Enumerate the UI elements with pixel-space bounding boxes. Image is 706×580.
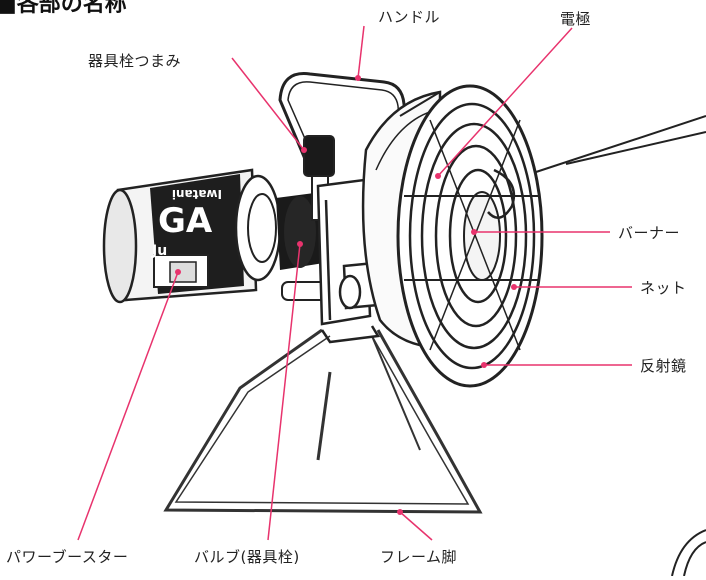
label-handle: ハンドル bbox=[378, 8, 441, 26]
section-title: ■各部の名称 bbox=[0, 0, 127, 17]
valve-drawing bbox=[234, 174, 331, 301]
label-net: ネット bbox=[640, 279, 687, 297]
label-burner: バーナー bbox=[618, 224, 681, 242]
right-partial-drawing bbox=[535, 115, 706, 577]
handle-drawing bbox=[278, 72, 412, 219]
leader-lines bbox=[77, 25, 632, 541]
frame-leg-drawing bbox=[163, 328, 483, 514]
label-electrode: 電極 bbox=[560, 10, 592, 28]
canister-brand-text: Iwatani bbox=[172, 187, 222, 201]
label-reflector: 反射鏡 bbox=[640, 357, 687, 375]
gas-canister-drawing: Iwatani GA Ju bbox=[102, 168, 258, 304]
label-knob: 器具栓つまみ bbox=[88, 52, 182, 70]
label-frame-leg: フレーム脚 bbox=[380, 548, 458, 566]
leader-electrode bbox=[437, 27, 573, 177]
leader-frame-leg bbox=[399, 511, 433, 541]
label-valve: バルブ(器具栓) bbox=[194, 548, 300, 566]
canister-small-text: Ju bbox=[151, 243, 167, 259]
leader-knob bbox=[231, 57, 305, 151]
label-power-booster: パワーブースター bbox=[6, 548, 129, 566]
leader-handle bbox=[357, 25, 365, 79]
canister-big-text: GA bbox=[158, 201, 213, 241]
leader-power-booster bbox=[77, 271, 179, 541]
stand-drawing bbox=[316, 178, 390, 344]
front-guard-drawing bbox=[396, 84, 544, 388]
leader-dots bbox=[175, 75, 517, 515]
leader-valve bbox=[267, 243, 301, 541]
